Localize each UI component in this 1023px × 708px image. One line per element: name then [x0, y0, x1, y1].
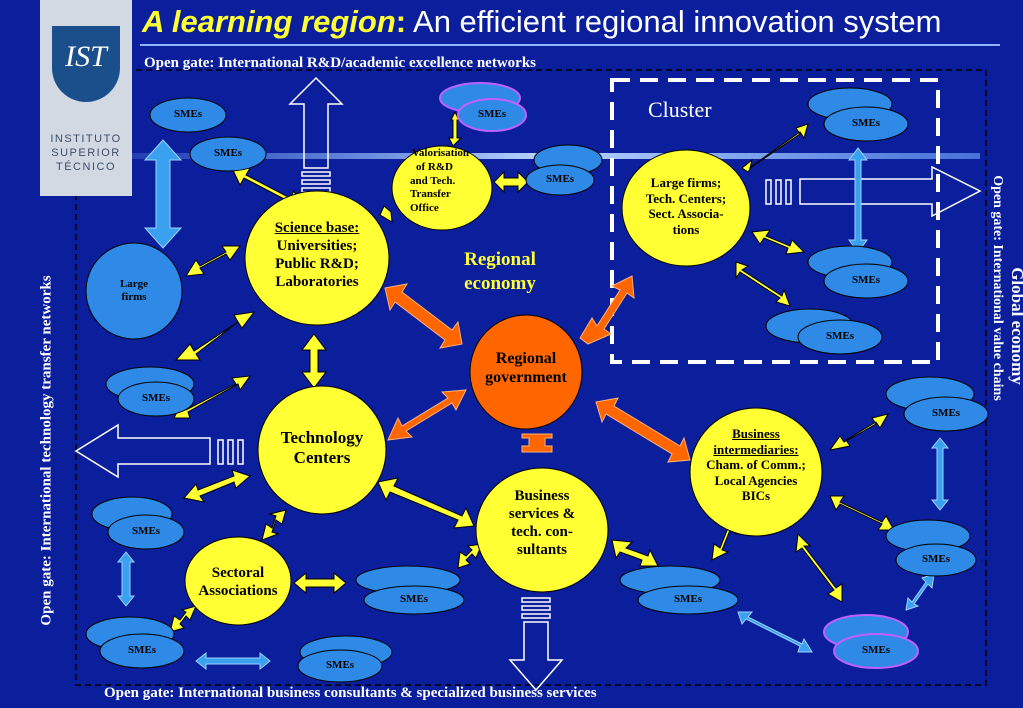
- business-intermediaries-line-3: BICs: [741, 488, 771, 504]
- logo-name: INSTITUTO SUPERIOR TÉCNICO: [40, 132, 132, 174]
- regional-economy-label: Regional economy: [440, 248, 560, 296]
- science-base-label: Science base: Universities; Public R&D; …: [250, 219, 384, 291]
- business-services-node: [475, 467, 609, 593]
- logo-line-3: TÉCNICO: [56, 161, 116, 173]
- title-colon: :: [395, 4, 407, 39]
- technology-centers-line-2: Centers: [293, 448, 351, 468]
- large-firms-line-2: firms: [121, 291, 147, 304]
- regional-government-line-1: Regional: [495, 350, 557, 367]
- valorisation-line-4: Transfer: [410, 188, 451, 201]
- valorisation-node: [391, 145, 493, 231]
- global-economy-label: Global economy: [1008, 267, 1023, 385]
- business-intermediaries-line-2: Local Agencies: [714, 472, 798, 488]
- logo-line-1: INSTITUTO: [50, 133, 122, 145]
- title-rest: An efficient regional innovation system: [406, 4, 942, 39]
- regional-government-node: [469, 314, 583, 430]
- sme-label: SMEs: [213, 147, 243, 159]
- business-services-line-3: tech. con-: [511, 524, 573, 540]
- science-base-line-1: Universities;: [276, 238, 358, 254]
- large-firms-node: [85, 242, 183, 340]
- sme-label: SMEs: [931, 407, 961, 419]
- page-title: A learning region: An efficient regional…: [142, 4, 941, 40]
- sme-label: SMEs: [921, 553, 951, 565]
- sme-label: SMEs: [851, 274, 881, 286]
- business-services-line-1: Business: [514, 488, 570, 504]
- cluster-firms-label: Large firms; Tech. Centers; Sect. Associ…: [626, 175, 746, 237]
- valorisation-line-5: Office: [410, 202, 439, 214]
- cluster-firms-line-3: Sect. Associa-: [648, 206, 724, 222]
- cluster-blue-arrow: [848, 147, 868, 253]
- sme-label: SMEs: [851, 117, 881, 129]
- large-firms-label: Large firms: [104, 278, 164, 304]
- technology-centers-line-1: Technology: [280, 428, 364, 447]
- science-base-node: [244, 190, 390, 326]
- open-gate-arrow-right: [765, 165, 982, 218]
- cluster-boundary: [610, 78, 940, 364]
- cluster-firms-line-2: Tech. Centers;: [645, 190, 727, 206]
- valorisation-line-1: Valorisation: [412, 147, 470, 159]
- regional-government-line-2: government: [485, 369, 567, 387]
- technology-centers-node: [257, 385, 387, 515]
- sme-label: SMEs: [399, 593, 429, 605]
- business-services-label: Business services & tech. con- sultants: [480, 487, 604, 559]
- gate-top: Open gate: International R&D/academic ex…: [144, 55, 537, 71]
- gate-bottom: Open gate: International business consul…: [104, 685, 597, 701]
- cluster-firms-line-1: Large firms;: [650, 175, 722, 190]
- business-intermediaries-node: [689, 407, 823, 537]
- sme-label: SMEs: [545, 173, 575, 185]
- title-emphasis: A learning region: [142, 4, 396, 39]
- sme-label: SMEs: [861, 644, 891, 656]
- business-intermediaries-title: Business: [732, 426, 780, 441]
- sme-label: SMEs: [131, 525, 161, 537]
- large-firms-double-arrow: [143, 139, 183, 249]
- regional-economy-line-1: Regional: [464, 249, 536, 270]
- sme-label: SMEs: [173, 108, 203, 120]
- sme-label: SMEs: [141, 392, 171, 404]
- sme-label: SMEs: [325, 659, 355, 671]
- sectoral-associations-line-2: Associations: [198, 583, 278, 599]
- science-base-title: Science base:: [274, 220, 360, 236]
- logo-shield: [52, 26, 120, 102]
- business-intermediaries-line-1: Cham. of Comm.;: [706, 457, 806, 473]
- open-gate-arrow-down: [508, 597, 564, 692]
- regional-economy-line-2: economy: [464, 272, 536, 294]
- sme-label: SMEs: [477, 108, 507, 120]
- business-intermediaries-title-2: intermediaries:: [713, 441, 799, 457]
- business-services-line-2: services &: [508, 506, 576, 522]
- cluster-firms-node: [621, 149, 751, 267]
- technology-centers-label: Technology Centers: [260, 428, 384, 469]
- business-services-line-4: sultants: [516, 542, 568, 558]
- sme-label: SMEs: [673, 593, 703, 605]
- ist-logo: IST INSTITUTO SUPERIOR TÉCNICO: [40, 0, 132, 196]
- logo-line-2: SUPERIOR: [51, 147, 121, 159]
- sectoral-associations-node: [184, 536, 292, 626]
- sme-ellipses: [99, 97, 989, 683]
- cluster-label: Cluster: [648, 97, 712, 122]
- blue-arrows: [116, 437, 950, 671]
- sme-label: SMEs: [127, 644, 157, 656]
- sectoral-associations-label: Sectoral Associations: [184, 564, 292, 600]
- science-base-line-3: Laboratories: [275, 274, 359, 290]
- valorisation-line-2: of R&D: [416, 160, 453, 173]
- open-gate-arrow-up: [288, 76, 344, 193]
- open-gate-arrow-left: [74, 423, 244, 479]
- valorisation-line-3: and Tech.: [410, 174, 456, 187]
- gate-left: Open gate: International technology tran…: [38, 275, 55, 626]
- science-base-line-2: Public R&D;: [275, 256, 359, 272]
- large-firms-line-1: Large: [119, 278, 149, 290]
- valorisation-label: Valorisation of R&D and Tech. Transfer O…: [400, 147, 488, 216]
- regional-government-label: Regional government: [470, 349, 582, 387]
- orange-arrows: [384, 275, 691, 463]
- sme-label: SMEs: [825, 330, 855, 342]
- business-intermediaries-label: Business intermediaries: Cham. of Comm.;…: [690, 426, 822, 504]
- sectoral-associations-line-1: Sectoral: [211, 565, 265, 581]
- cluster-firms-line-4: tions: [672, 221, 700, 237]
- logo-mark: IST: [65, 40, 107, 73]
- gate-right: Open gate: International value chains: [990, 175, 1005, 401]
